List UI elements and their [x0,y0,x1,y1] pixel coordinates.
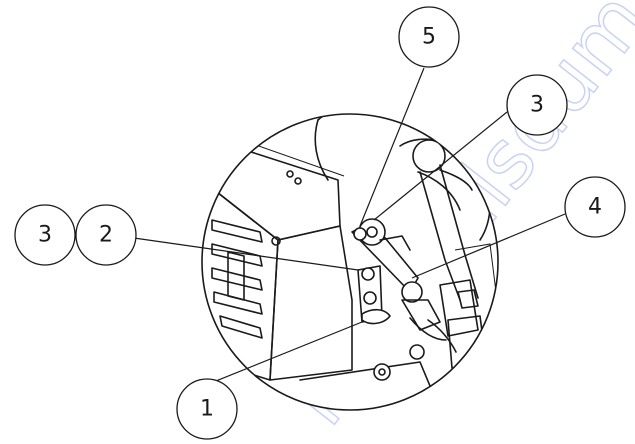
callout-3-left: 3 [14,204,76,266]
leader-1 [205,321,363,386]
callout-4-label: 4 [588,195,602,220]
callout-3-right: 3 [506,74,568,136]
callout-1: 1 [176,378,238,440]
leader-4 [411,213,566,279]
callout-5-label: 5 [422,25,436,50]
callout-3-right-label: 3 [530,93,544,118]
callout-2: 2 [75,204,137,266]
callout-2-label: 2 [99,223,113,248]
fuel-valve-bracket [357,265,391,325]
leader-lines [133,67,566,386]
leader-3-right [373,111,508,221]
control-rod [412,139,479,301]
throttle-linkage [351,218,457,360]
callout-5: 5 [398,6,460,68]
leader-2 [133,237,359,271]
leader-5 [359,67,425,227]
callout-4: 4 [564,176,626,238]
callout-1-label: 1 [200,397,214,422]
callout-3-left-label: 3 [38,223,52,248]
detail-view [201,113,499,411]
